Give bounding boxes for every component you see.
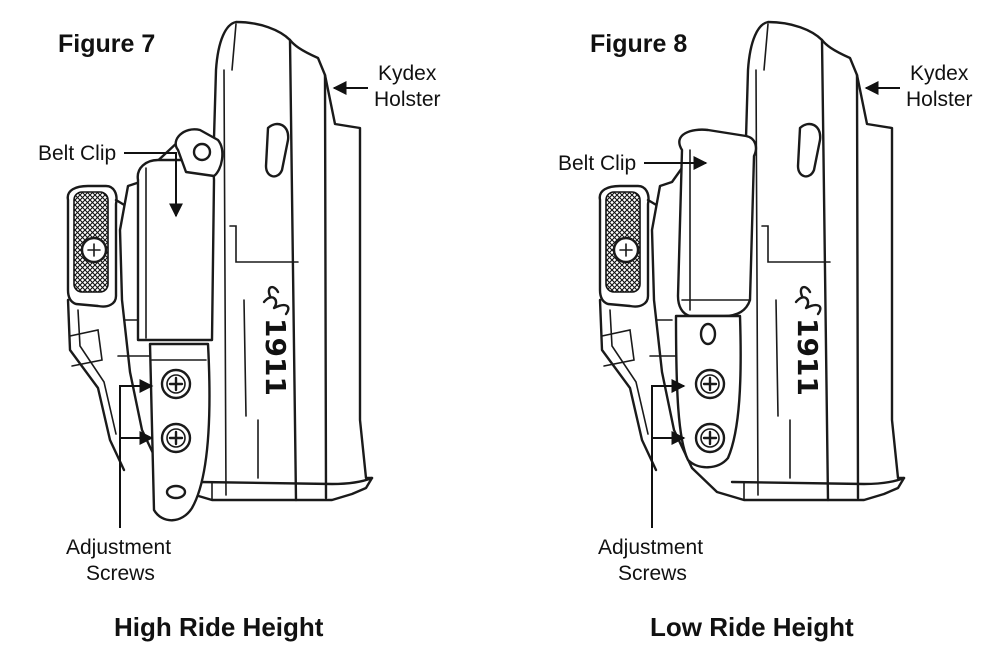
figure-8-adjustment-label-line1: Adjustment <box>598 536 703 559</box>
figure-7-claw <box>66 184 128 472</box>
figure-7-belt-clip-label: Belt Clip <box>38 142 116 165</box>
figure-7-kydex-label-line1: Kydex <box>378 62 437 85</box>
figure-7-screws-arrow-top <box>119 379 154 528</box>
figure-8-kydex-label-line1: Kydex <box>910 62 969 85</box>
figure-7-label: Figure 7 <box>58 30 155 58</box>
figure-8-belt-clip-label: Belt Clip <box>558 152 636 175</box>
figure-7-holster-mark: 1911 <box>259 318 292 396</box>
figure-7-screw-top <box>160 368 192 400</box>
figure-8-kydex-label-line2: Holster <box>906 88 973 111</box>
figure-8-belt-clip <box>676 128 758 318</box>
figure-8-label: Figure 8 <box>590 30 687 58</box>
figure-7: Figure 7 1911 Kydex Hol <box>38 20 441 642</box>
figure-7-adjustment-strap <box>148 342 211 522</box>
figure-8-adjustment-label-line2: Screws <box>618 562 687 585</box>
figure-8-screw-top <box>694 368 726 400</box>
figure-8-holster-drawing: 1911 <box>598 20 906 502</box>
figure-7-holster-drawing: 1911 <box>66 20 374 522</box>
figure-8-caption: Low Ride Height <box>650 612 854 642</box>
figure-7-kydex-label-line2: Holster <box>374 88 441 111</box>
figure-7-screw-bottom <box>160 422 192 454</box>
figure-7-belt-clip-arrow <box>124 152 183 218</box>
figure-8-claw <box>598 184 660 472</box>
figure-7-belt-clip <box>136 128 224 342</box>
figure-8-screws-arrow-top <box>651 379 686 528</box>
figure-8-adjustment-strap <box>674 314 742 469</box>
figure-8: Figure 8 1911 Kydex Holster Belt Clip <box>558 20 973 642</box>
figure-7-caption: High Ride Height <box>114 612 324 642</box>
figure-8-holster-mark: 1911 <box>791 318 824 396</box>
figure-7-adjustment-label-line1: Adjustment <box>66 536 171 559</box>
figure-8-screw-bottom <box>694 422 726 454</box>
figure-7-adjustment-label-line2: Screws <box>86 562 155 585</box>
